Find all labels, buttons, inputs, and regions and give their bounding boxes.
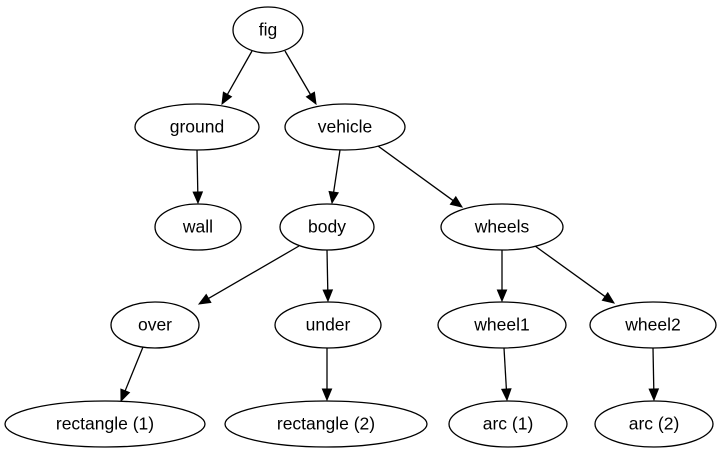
arrowhead-icon xyxy=(197,293,212,305)
node-label: body xyxy=(308,217,346,237)
node-label: wall xyxy=(182,217,213,237)
edge-wheel2-to-arc2 xyxy=(648,347,660,402)
node-shape-ellipse[interactable] xyxy=(594,400,714,448)
node-shape-ellipse[interactable] xyxy=(589,301,717,349)
edge-line xyxy=(534,245,606,298)
node-label: ground xyxy=(170,117,225,137)
node-shape-ellipse[interactable] xyxy=(274,301,382,349)
node-label: wheels xyxy=(474,217,530,237)
edge-line xyxy=(284,50,312,95)
node-wheel1[interactable]: wheel1 xyxy=(437,301,567,349)
node-fig[interactable]: fig xyxy=(232,6,304,54)
node-label: rectangle (1) xyxy=(56,414,154,434)
node-shape-ellipse[interactable] xyxy=(284,103,406,151)
arrowhead-icon xyxy=(648,388,660,402)
node-shape-ellipse[interactable] xyxy=(440,203,564,251)
arrowhead-icon xyxy=(120,388,131,403)
node-shape-ellipse[interactable] xyxy=(110,301,200,349)
node-label: fig xyxy=(259,20,277,40)
node-over[interactable]: over xyxy=(110,301,200,349)
node-under[interactable]: under xyxy=(274,301,382,349)
arrowhead-icon xyxy=(328,190,340,205)
arrowhead-icon xyxy=(322,289,334,303)
arrowhead-icon xyxy=(496,289,508,303)
edge-body-to-under xyxy=(322,249,334,303)
edge-line xyxy=(208,245,300,300)
node-shape-ellipse[interactable] xyxy=(224,400,428,448)
node-label: under xyxy=(306,315,351,335)
edge-line xyxy=(332,149,341,193)
arrowhead-icon xyxy=(500,388,512,402)
edge-ground-to-wall xyxy=(192,149,204,205)
node-rectangle2[interactable]: rectangle (2) xyxy=(224,400,428,448)
edge-wheels-to-wheel2 xyxy=(534,245,616,304)
edge-fig-to-ground xyxy=(221,50,253,106)
node-label: arc (1) xyxy=(483,414,534,434)
edge-line xyxy=(124,346,144,392)
edge-line xyxy=(196,149,199,193)
edge-body-to-over xyxy=(197,245,300,305)
node-shape-ellipse[interactable] xyxy=(134,103,260,151)
node-label: over xyxy=(138,315,172,335)
nodes-layer: fig ground vehicle wall body wheels over under w… xyxy=(4,6,717,448)
edge-line xyxy=(377,145,454,202)
edge-line xyxy=(326,249,329,291)
node-wheels[interactable]: wheels xyxy=(440,203,564,251)
node-body[interactable]: body xyxy=(279,203,375,251)
edge-wheels-to-wheel1 xyxy=(496,250,508,303)
node-arc1[interactable]: arc (1) xyxy=(448,400,568,448)
edge-line xyxy=(503,347,508,390)
node-shape-ellipse[interactable] xyxy=(4,400,206,448)
node-shape-ellipse[interactable] xyxy=(279,203,375,251)
edges-layer xyxy=(120,50,660,403)
edge-wheel1-to-arc1 xyxy=(500,347,512,402)
node-shape-ellipse[interactable] xyxy=(437,301,567,349)
node-shape-ellipse[interactable] xyxy=(154,203,242,251)
node-wall[interactable]: wall xyxy=(154,203,242,251)
edge-line xyxy=(652,347,655,390)
node-vehicle[interactable]: vehicle xyxy=(284,103,406,151)
arrowhead-icon xyxy=(192,191,204,205)
edge-fig-to-vehicle xyxy=(284,50,317,106)
arrowhead-icon xyxy=(305,91,317,106)
edge-over-to-rectangle1 xyxy=(120,346,144,403)
edge-vehicle-to-wheels xyxy=(377,145,464,208)
node-label: wheel2 xyxy=(624,315,680,335)
node-shape-ellipse[interactable] xyxy=(232,6,304,54)
node-label: arc (2) xyxy=(629,414,680,434)
arrowhead-icon xyxy=(601,291,616,304)
edge-vehicle-to-body xyxy=(328,149,341,205)
node-arc2[interactable]: arc (2) xyxy=(594,400,714,448)
arrowhead-icon xyxy=(221,91,233,106)
node-wheel2[interactable]: wheel2 xyxy=(589,301,717,349)
node-shape-ellipse[interactable] xyxy=(448,400,568,448)
node-label: rectangle (2) xyxy=(277,414,375,434)
edge-under-to-rectangle2 xyxy=(321,348,333,402)
node-label: vehicle xyxy=(318,117,372,137)
node-rectangle1[interactable]: rectangle (1) xyxy=(4,400,206,448)
arrowhead-icon xyxy=(321,388,333,402)
node-ground[interactable]: ground xyxy=(134,103,260,151)
arrowhead-icon xyxy=(449,195,464,208)
node-label: wheel1 xyxy=(473,315,529,335)
edge-line xyxy=(226,50,253,95)
